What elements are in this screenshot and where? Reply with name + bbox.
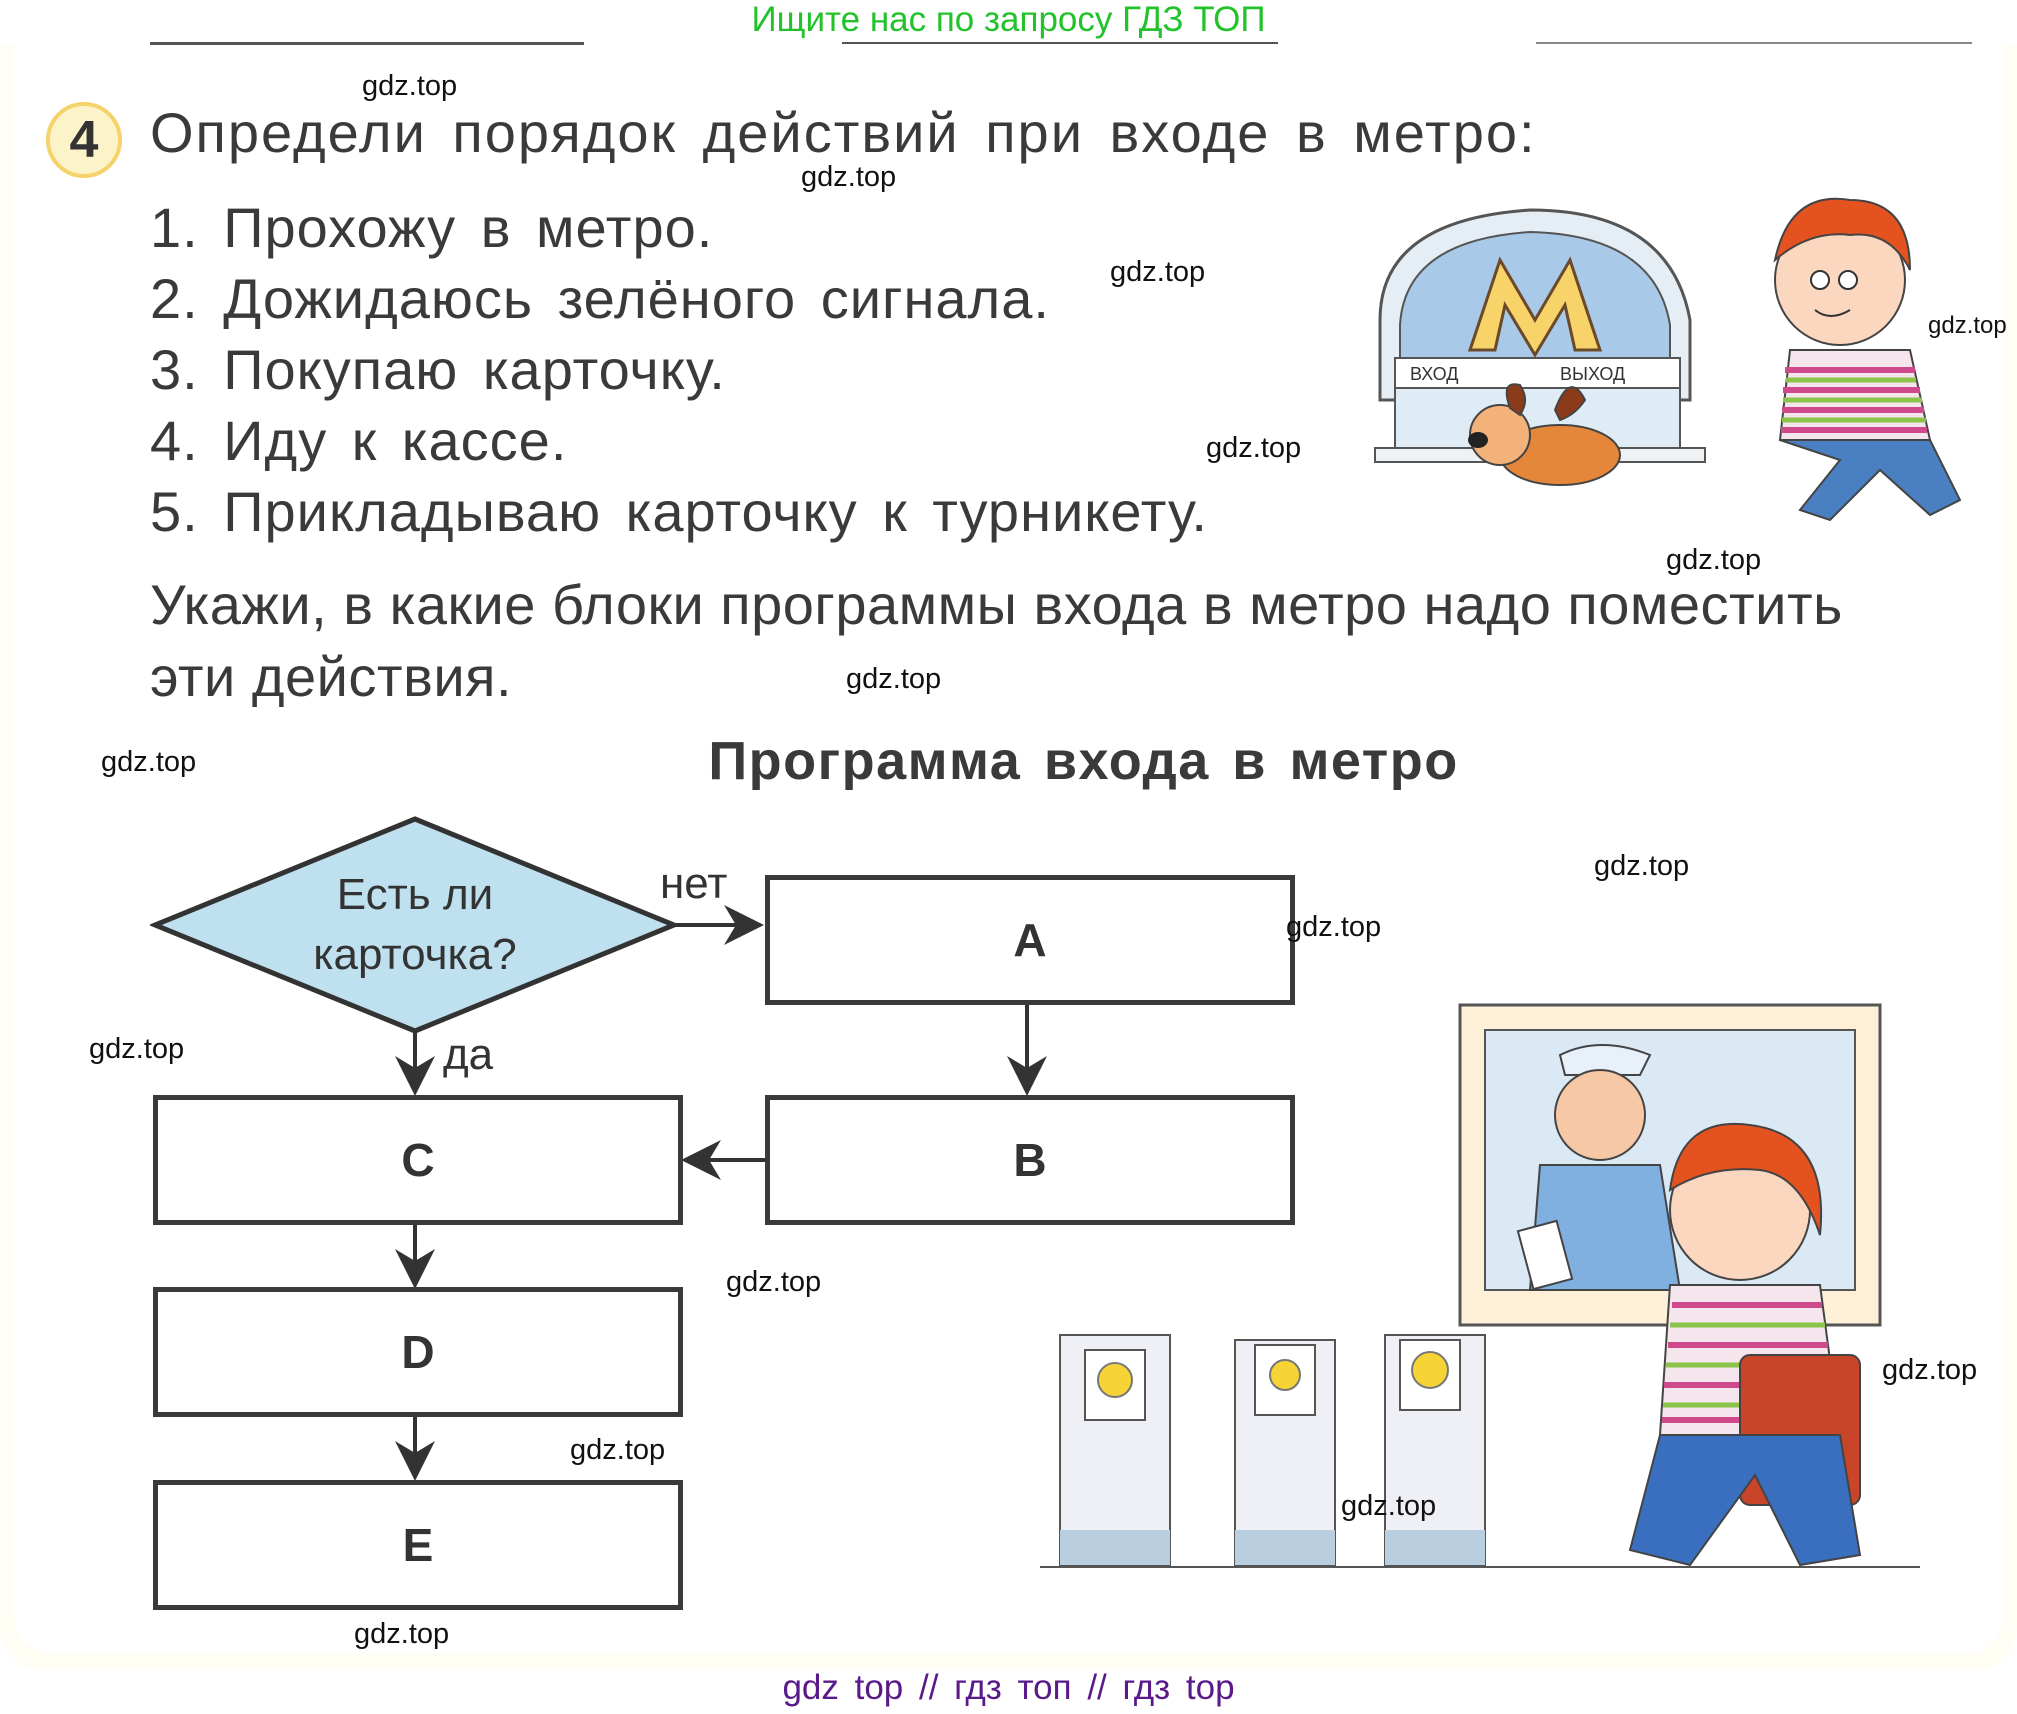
watermark: gdz.top: [726, 1266, 822, 1298]
flowchart-connectors: [150, 816, 1047, 1481]
footer-links[interactable]: gdz top // гдз топ // гдз top: [782, 1668, 1235, 1707]
watermark: gdz.top: [89, 1033, 185, 1065]
flowchart: Есть ли карточка? нет да A B C D E: [150, 815, 1300, 1615]
turnstile-cashier-drawing: [1040, 1003, 1920, 1568]
exit-sign-text: ВЫХОД: [1560, 364, 1625, 384]
decision-line-1: Есть ли: [336, 870, 494, 919]
no-branch-label: нет: [660, 859, 728, 908]
watermark: gdz.top: [354, 1618, 450, 1650]
watermark: gdz.top: [1666, 544, 1762, 576]
instruction-line-1: Укажи, в какие блоки программы входа в м…: [150, 573, 1843, 636]
turnstiles: [1040, 1334, 1920, 1568]
watermark: gdz.top: [1286, 911, 1382, 943]
step-item: 4. Иду к кассе.: [150, 409, 568, 472]
decision-line-2: карточка?: [313, 930, 517, 979]
decision-text: Есть ли карточка?: [260, 865, 570, 985]
watermark: gdz.top: [1928, 312, 2007, 339]
watermark: gdz.top: [570, 1434, 666, 1466]
step-item: 2. Дожидаюсь зелёного сигнала.: [150, 267, 1050, 330]
watermark: gdz.top: [1594, 850, 1690, 882]
metro-boy-dog-drawing: ВХОД ВЫХОД: [1374, 197, 1962, 522]
block-a[interactable]: A: [765, 875, 1295, 1005]
header-rule-center: [842, 42, 1278, 44]
yes-branch-label: да: [443, 1030, 494, 1079]
instruction-line-2: эти действия.: [150, 645, 512, 708]
entry-sign-text: ВХОД: [1410, 364, 1458, 384]
watermark: gdz.top: [1341, 1490, 1437, 1522]
task-number-badge: 4: [46, 102, 122, 178]
watermark: gdz.top: [801, 161, 897, 193]
metro-entrance-illustration: ВХОД ВЫХОД: [1370, 180, 1970, 540]
watermark: gdz.top: [101, 746, 197, 778]
header-rule-left: [150, 42, 584, 45]
watermark: gdz.top: [1882, 1354, 1978, 1386]
watermark: gdz.top: [1110, 256, 1206, 288]
top-banner[interactable]: Ищите нас по запросу ГДЗ ТОП: [751, 0, 1266, 39]
step-item: 5. Прикладываю карточку к турникету.: [150, 480, 1208, 543]
block-d[interactable]: D: [153, 1287, 683, 1417]
watermark: gdz.top: [1206, 432, 1302, 464]
flowchart-title: Программа входа в метро: [708, 731, 1459, 791]
block-c[interactable]: C: [153, 1095, 683, 1225]
watermark: gdz.top: [362, 70, 458, 102]
step-item: 3. Покупаю карточку.: [150, 338, 726, 401]
ticket-window-illustration: [1040, 995, 2000, 1595]
header-rule-right: [1536, 42, 1972, 44]
task-title: Определи порядок действий при входе в ме…: [150, 101, 1537, 164]
step-item: 1. Прохожу в метро.: [150, 196, 714, 259]
block-e[interactable]: E: [153, 1480, 683, 1610]
watermark: gdz.top: [846, 663, 942, 695]
block-b[interactable]: B: [765, 1095, 1295, 1225]
